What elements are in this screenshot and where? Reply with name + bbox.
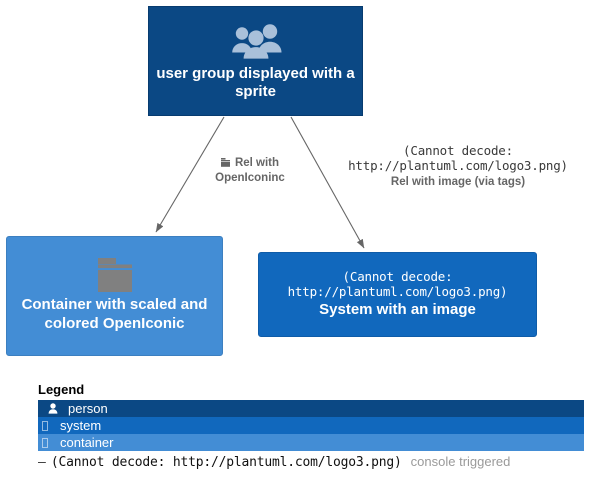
legend-title: Legend (38, 382, 85, 397)
edge-label-rel-image-error: (Cannot decode: http://plantuml.com/logo… (348, 143, 568, 173)
node-system-label: System with an image (319, 300, 476, 318)
legend-row-container-label: container (60, 435, 114, 450)
edge-label-rel-openiconic: Rel with OpenIconinc (185, 156, 315, 185)
node-container-label: Container with scaled and colored OpenIc… (21, 296, 208, 332)
edge-person-to-container (155, 116, 225, 233)
legend-row-person-label: person (68, 401, 108, 416)
edge-label-rel-image-text: Rel with image (via tags) (390, 176, 526, 188)
missing-glyph-icon (42, 437, 56, 448)
person-icon (42, 403, 64, 414)
node-person[interactable]: user group displayed with a sprite (148, 6, 363, 116)
folder-sprite (92, 258, 138, 293)
edge-label-rel-openiconic-text: Rel with OpenIconinc (215, 157, 285, 185)
legend-note-text: (Cannot decode: http://plantuml.com/logo… (50, 455, 402, 470)
edge-label-rel-image: (Cannot decode: http://plantuml.com/logo… (318, 143, 598, 189)
node-person-label: user group displayed with a sprite (156, 64, 355, 100)
legend-row-system-label: system (60, 418, 102, 433)
missing-glyph-icon (42, 420, 56, 431)
legend-note-dash: — (38, 455, 46, 470)
node-system-image-error: (Cannot decode: http://plantuml.com/logo… (287, 269, 508, 299)
legend-row-person[interactable]: person (38, 400, 584, 417)
node-system[interactable]: (Cannot decode: http://plantuml.com/logo… (258, 252, 537, 337)
legend-note-muted: console triggered (410, 454, 511, 469)
node-container[interactable]: Container with scaled and colored OpenIc… (6, 236, 223, 356)
legend: Legend person system container — (Cannot… (38, 382, 584, 470)
legend-row-container[interactable]: container (38, 434, 584, 451)
edge-person-to-system (290, 116, 365, 249)
legend-note: — (Cannot decode: http://plantuml.com/lo… (38, 454, 584, 470)
user-group-sprite (229, 23, 283, 59)
folder-icon (220, 157, 232, 171)
legend-row-system[interactable]: system (38, 417, 584, 434)
